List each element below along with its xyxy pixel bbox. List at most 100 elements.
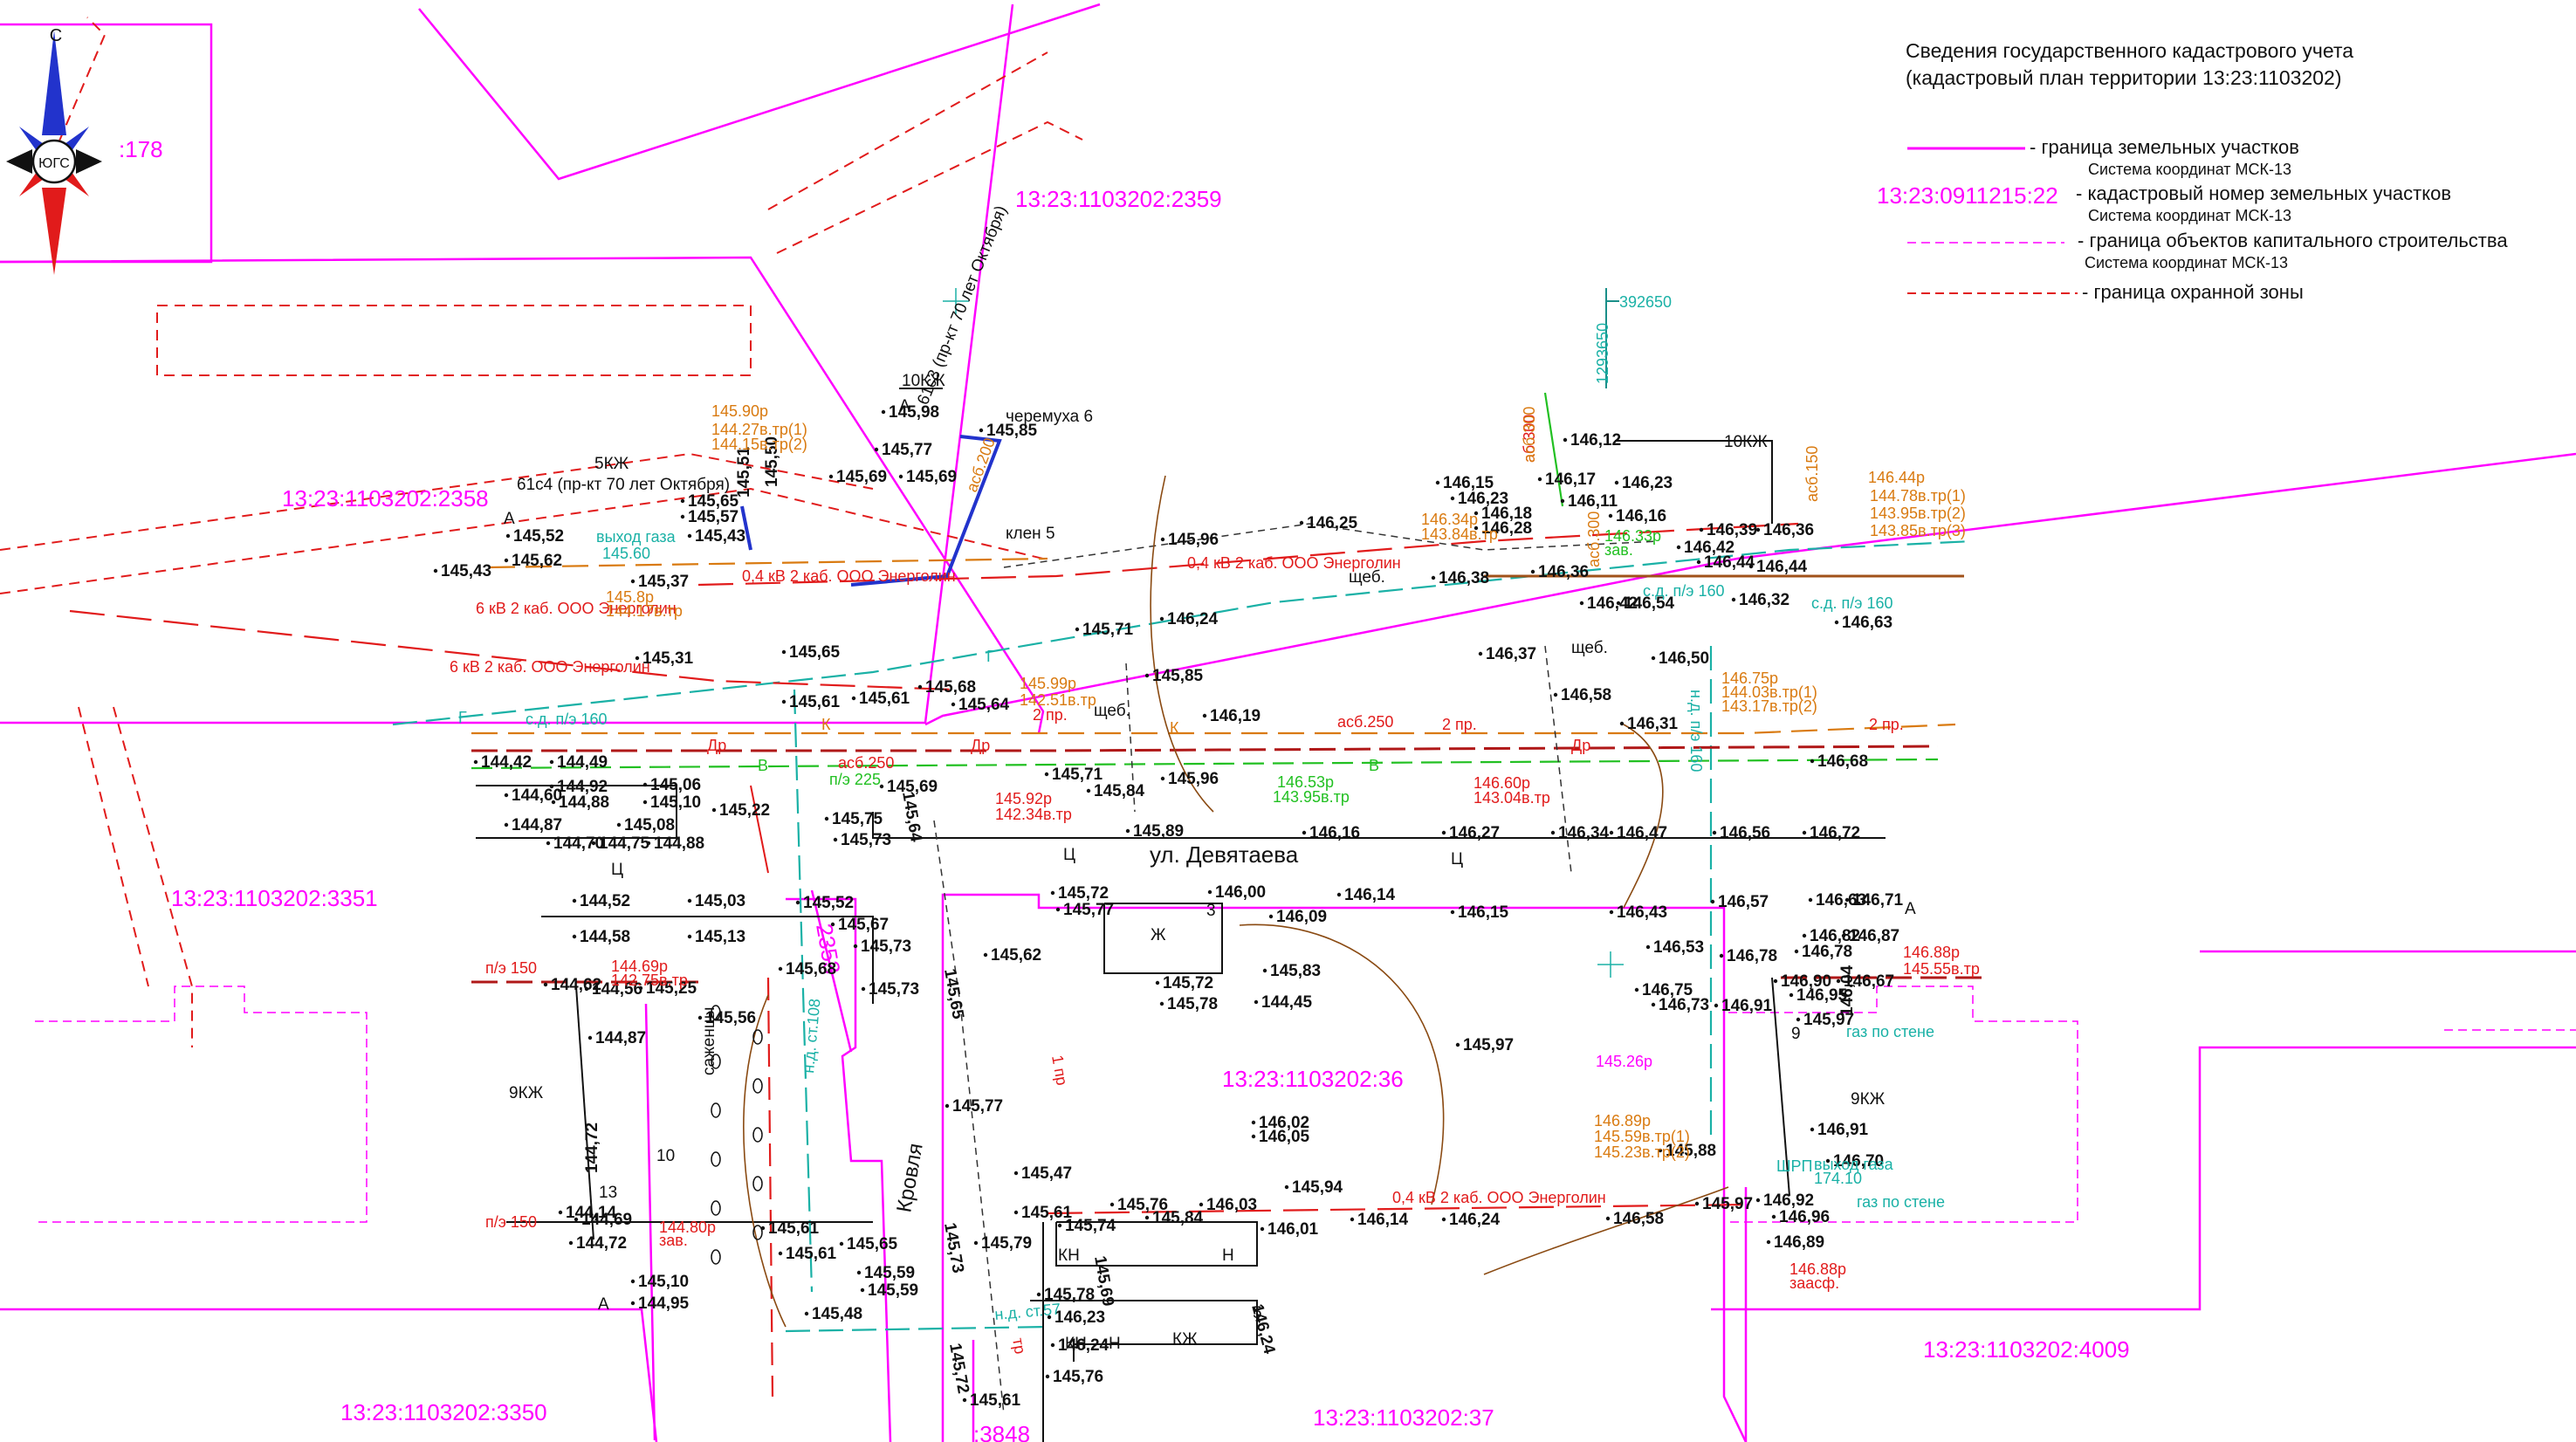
elevation-point — [1268, 914, 1274, 919]
elevation-point — [1619, 721, 1625, 726]
elevation-point — [1284, 1184, 1289, 1190]
gas-label: н.д. п/э 160 — [1687, 690, 1705, 772]
misc-label: Ц — [1063, 846, 1075, 864]
misc-label: 13 — [599, 1184, 617, 1202]
elevation-mark: 146,42 — [1684, 539, 1735, 557]
elevation-point — [973, 1240, 979, 1246]
elevation-point — [1645, 944, 1651, 950]
sewer-label: 143.17в.тр(2) — [1721, 697, 1817, 715]
building-zh — [1103, 903, 1223, 974]
dashed-kerbs — [933, 523, 1659, 1415]
elevation-point — [504, 822, 509, 827]
gas-label: газ по стене — [1846, 1023, 1934, 1040]
elevation-mark: 145,22 — [719, 801, 770, 820]
elevation-point — [778, 1251, 783, 1256]
sapling-marker — [711, 1151, 721, 1167]
cadastral-number-2359: 13:23:1103202:2359 — [1015, 186, 1222, 212]
misc-label: тр — [1009, 1336, 1029, 1355]
elevation-mark: 145,65 — [847, 1235, 898, 1253]
elevation-mark: 146,18 — [1481, 505, 1532, 523]
elevation-mark: 146,15 — [1443, 474, 1494, 492]
parcel-boundaries — [0, 3, 2576, 1442]
sewer-label: 145.59в.тр(1) — [1594, 1128, 1690, 1145]
elevation-mark: 145,61 — [768, 1219, 820, 1238]
elevation-point — [549, 759, 554, 765]
elevation-mark: 146,95 — [1796, 986, 1848, 1005]
elevation-point — [1844, 897, 1850, 903]
parcel-boundary-north — [0, 256, 1045, 734]
elevation-mark: 145,84 — [1152, 1209, 1204, 1227]
elevation-point — [1045, 1374, 1050, 1379]
cadastral-number-178: :178 — [119, 136, 163, 162]
elevation-mark: 146,14 — [1357, 1211, 1409, 1229]
elevation-mark: 145,84 — [1094, 782, 1145, 800]
elevation-mark: 145,64 — [958, 696, 1010, 714]
elevation-mark: 145,83 — [1270, 962, 1321, 980]
elevation-mark: 146,92 — [1763, 1191, 1814, 1210]
elevation-point — [1125, 828, 1130, 834]
sewer-label: асб.300 — [1585, 512, 1603, 567]
road-edge-sw — [541, 916, 874, 1004]
elevation-point — [1086, 788, 1091, 793]
elevation-mark: 146,00 — [1215, 883, 1266, 902]
elevation-point — [1676, 545, 1681, 550]
elevation-mark: 145,71 — [1082, 621, 1134, 639]
water-label: п/э 225 — [829, 771, 881, 788]
elevation-point — [1609, 910, 1614, 915]
elevation-point — [504, 558, 509, 563]
elevation-mark: 146,73 — [1659, 996, 1709, 1014]
elevation-point — [687, 533, 692, 539]
cadastral-number-4009: 13:23:1103202:4009 — [1923, 1336, 2130, 1363]
elevation-mark: 146,54 — [1624, 594, 1675, 613]
elevation-point — [861, 986, 866, 992]
misc-label: А — [504, 510, 515, 528]
legend-item-cadastral-sub: Система координат МСК-13 — [2088, 207, 2291, 224]
elevation-point — [856, 1270, 862, 1275]
misc-label: А — [899, 397, 910, 415]
elevation-mark: 145,68 — [925, 678, 976, 697]
gas-label: газ по стене — [1857, 1193, 1945, 1211]
gas-label: выход газа — [1814, 1156, 1894, 1173]
elevation-point — [983, 952, 988, 958]
sewer-label: 144.03в.тр(1) — [1721, 683, 1817, 701]
elevation-point — [1710, 899, 1715, 904]
elevation-point — [1810, 759, 1815, 764]
misc-label: В — [1369, 757, 1379, 774]
drain-label: 143.04в.тр — [1473, 789, 1550, 807]
sewer-label: 146.44р — [1868, 469, 1925, 486]
misc-label: Н — [1109, 1335, 1121, 1353]
elevation-point — [1841, 933, 1846, 938]
elevation-mark: 146,96 — [1779, 1208, 1830, 1226]
heating-line-blue — [850, 435, 1002, 587]
elevation-point — [1579, 601, 1584, 606]
misc-label: щеб. — [1349, 568, 1385, 587]
elevation-mark: 144,14 — [566, 1204, 617, 1222]
elevation-mark: 145,10 — [650, 793, 701, 812]
elevation-mark: 146,68 — [1817, 752, 1868, 771]
street-name: ул. Девятаева — [1150, 841, 1299, 868]
building-kzh — [1030, 1300, 1258, 1362]
sewer-label: 146.34р — [1421, 511, 1478, 528]
elevation-mark: 145,76 — [1053, 1368, 1103, 1386]
elevation-mark: 145,78 — [1044, 1286, 1095, 1304]
elevation-point — [711, 807, 717, 813]
elevation-mark: 144,62 — [551, 976, 601, 994]
misc-label: Г — [458, 709, 467, 726]
elevation-mark: 146,91 — [1817, 1121, 1869, 1139]
protection-zone-south — [113, 706, 193, 1047]
elevation-point — [874, 447, 879, 452]
kerb-dashed-centre — [1125, 663, 1136, 813]
elevation-mark: 145,97 — [1702, 1195, 1753, 1213]
elevation-point — [1441, 1217, 1446, 1222]
elevation-point — [1616, 601, 1621, 606]
elevation-mark: 145,65 — [688, 492, 739, 511]
elevation-mark: 146,42 — [1587, 594, 1638, 613]
elevation-mark: 145,73 — [841, 831, 891, 849]
elevation-point — [1694, 1201, 1700, 1206]
elevation-point — [1696, 560, 1701, 565]
sewer-label: асб.300 — [1521, 407, 1538, 463]
elevation-mark: 146,53 — [1653, 938, 1704, 957]
elevation-mark: 145,88 — [1666, 1142, 1716, 1160]
elevation-mark: 144,75 — [599, 834, 650, 853]
